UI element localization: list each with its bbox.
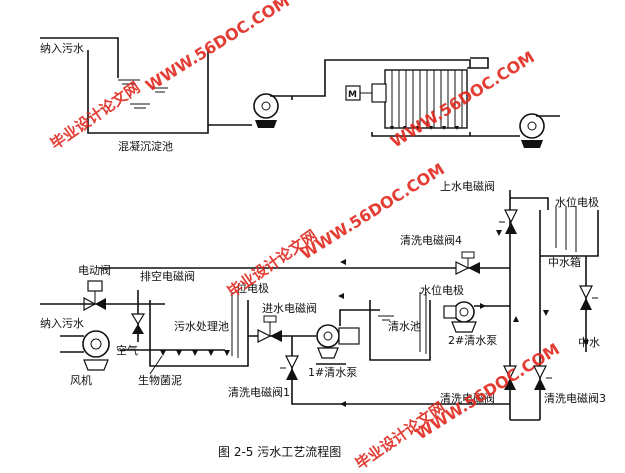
pump1-icon <box>316 324 360 365</box>
clear-tank-label: 清水池 <box>388 320 421 333</box>
clean-valve1-label: 清洗电磁阀1 <box>228 385 290 399</box>
mid-tank-outline <box>539 210 599 257</box>
clean-valve1-icon <box>280 355 299 380</box>
clean-valve4-label: 清洗电磁阀4 <box>400 233 462 247</box>
flow-arrow <box>583 340 589 346</box>
level-electrode-label: 水位电极 <box>555 195 599 209</box>
flow-arrow <box>513 316 519 322</box>
air-label: 空气 <box>116 343 138 357</box>
coag-tank-label: 混凝沉淀池 <box>118 139 173 153</box>
elec-valve-actuator <box>87 280 103 292</box>
flow-arrow <box>480 303 486 309</box>
flow-arrow <box>340 401 346 407</box>
fan-icon <box>60 330 110 371</box>
flow-arrow <box>496 230 502 236</box>
figure-caption: 图 2-5 污水工艺流程图 <box>218 444 341 459</box>
aeration-diffusers <box>160 350 230 356</box>
watermark: WWW.56DOC.COM 毕业设计论文网 WWW.56DOC.COM WWW.… <box>47 0 563 473</box>
level-electrode2-label: 水位电极 <box>420 283 464 297</box>
motor-box-label: M <box>348 90 357 100</box>
clear-tank-outline <box>369 300 431 361</box>
watermark-domain: WWW.56DOC.COM <box>297 159 448 263</box>
mbr-membrane-module <box>350 57 489 137</box>
treat-tank-label: 污水处理池 <box>174 320 229 333</box>
coag-inlet-pipe <box>40 37 119 78</box>
clear-tank-water <box>378 315 394 321</box>
middle-water-label: 中水 <box>578 336 600 349</box>
inlet-bottom-label: 纳入污水 <box>40 317 84 330</box>
watermark-site: 毕业设计论文网 <box>224 226 320 301</box>
pump1-to-clear-pipe <box>339 309 380 326</box>
elec-valve-icon <box>83 291 106 312</box>
coag-tank-outline <box>87 50 209 134</box>
elec-valve-label: 电动阀 <box>78 263 111 277</box>
inlet-valve-icon <box>257 315 282 343</box>
clean-valve3-label: 清洗电磁阀3 <box>544 391 606 405</box>
clean-valve-icon <box>498 365 517 390</box>
flow-arrow <box>340 259 346 265</box>
bio-mud-pointer <box>149 355 163 375</box>
mid-tank-inlet <box>510 197 549 210</box>
bio-mud-label: 生物菌泥 <box>138 373 182 387</box>
inlet-valve-label: 进水电磁阀 <box>262 301 317 315</box>
treat-tank-outline <box>149 300 249 367</box>
drain-valve-label: 排空电磁阀 <box>140 269 195 283</box>
flow-arrow <box>338 293 344 299</box>
top-pump-icon <box>253 93 293 128</box>
fan-label: 风机 <box>70 373 92 387</box>
mid-tank-label: 中水箱 <box>548 255 581 269</box>
middle-water-valve-icon <box>579 285 598 310</box>
upper-valve-label: 上水电磁阀 <box>440 179 495 193</box>
clean-valve3-icon <box>533 365 552 390</box>
clean-valve4-icon <box>455 251 480 275</box>
pump2-label: 2#清水泵 <box>448 334 497 347</box>
drain-valve-icon <box>130 313 146 334</box>
pump1-label: 1#清水泵 <box>308 366 357 379</box>
flow-arrow <box>543 310 549 316</box>
pump-to-mbr-pipe <box>292 59 350 97</box>
top-right-pump-icon <box>519 113 560 148</box>
upper-valve-icon <box>499 209 518 234</box>
watermark-domain: WWW.56DOC.COM <box>142 0 293 95</box>
level-electrode-small-label: 位电极 <box>236 281 269 295</box>
pump2-icon <box>443 301 477 333</box>
clean-valve-label: 清洗电磁阀 <box>440 391 495 405</box>
inlet-top-label: 纳入污水 <box>40 42 84 55</box>
